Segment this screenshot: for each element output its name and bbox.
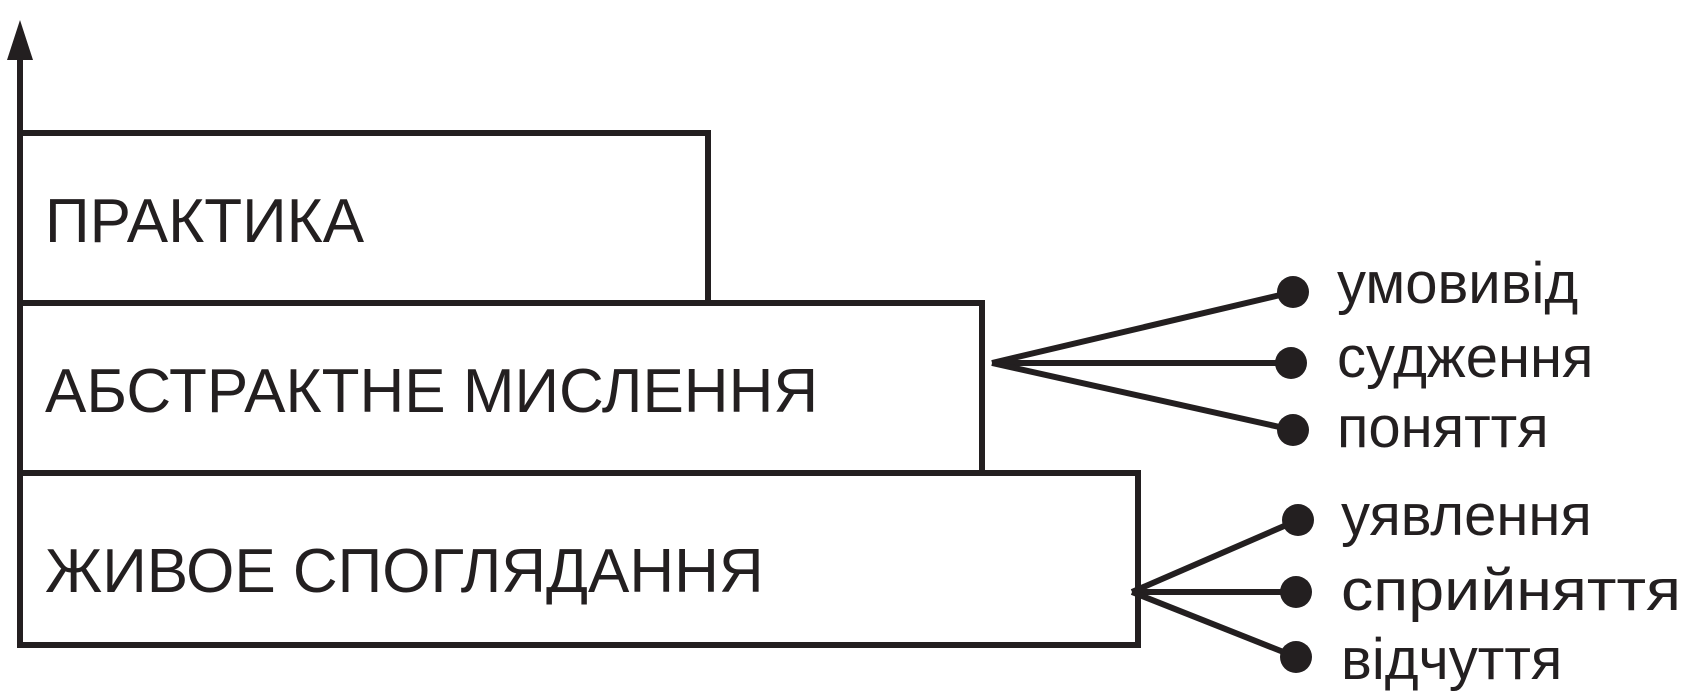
bullet-sensation — [1280, 641, 1312, 673]
box-label-abstract-thinking: АБСТРАКТНЕ МИСЛЕННЯ — [45, 357, 818, 426]
box-label-living-contemplation: ЖИВОЕ СПОГЛЯДАННЯ — [45, 537, 764, 606]
bullet-judgement — [1275, 347, 1307, 379]
box-living-contemplation — [17, 470, 1141, 648]
connector-concept — [991, 360, 1294, 433]
item-label-concept: поняття — [1337, 395, 1549, 460]
bullet-representation — [1282, 504, 1314, 536]
connector-inference — [991, 289, 1294, 366]
bullet-concept — [1277, 414, 1309, 446]
item-label-judgement: судження — [1337, 325, 1593, 390]
connector-sensation — [1130, 589, 1298, 660]
item-label-perception: сприйняття — [1341, 558, 1681, 623]
item-label-representation: уявлення — [1341, 483, 1592, 548]
axis-arrowhead — [7, 20, 33, 60]
item-label-inference: умовивід — [1337, 251, 1578, 316]
box-label-practice: ПРАКТИКА — [45, 187, 365, 256]
bullet-perception — [1280, 576, 1312, 608]
item-label-sensation: відчуття — [1341, 627, 1562, 692]
connector-representation — [1130, 517, 1300, 595]
bullet-inference — [1277, 276, 1309, 308]
